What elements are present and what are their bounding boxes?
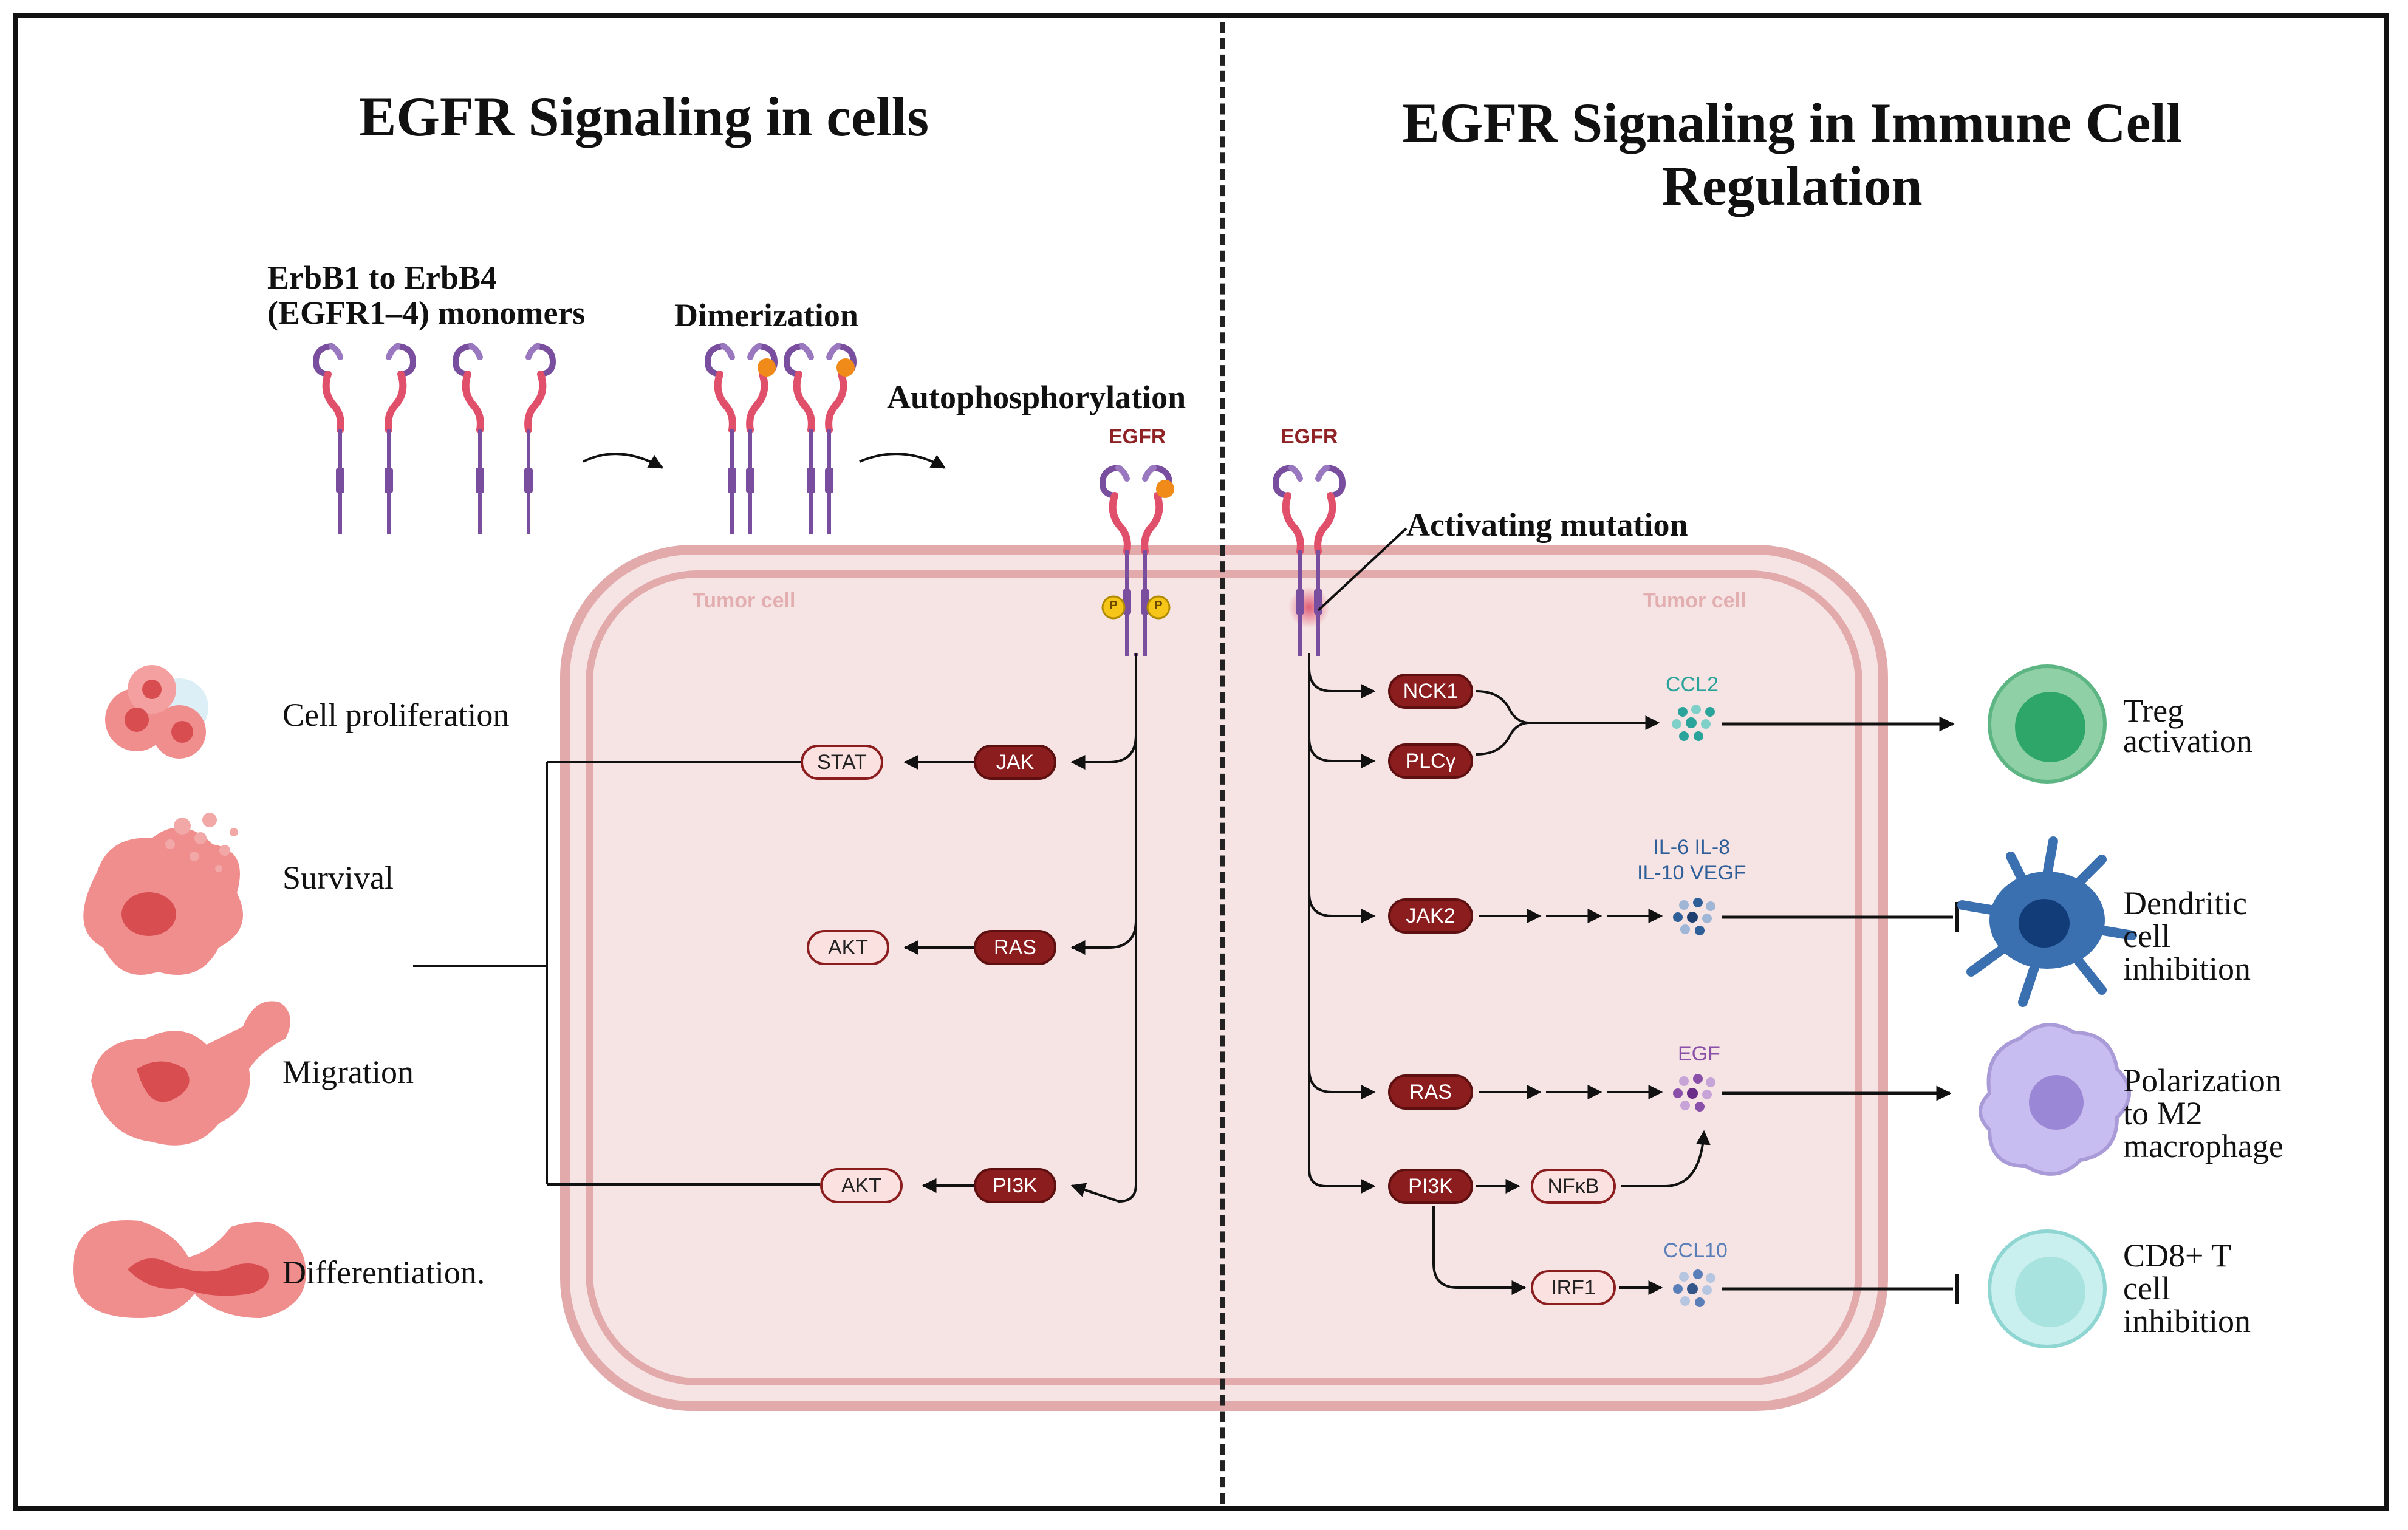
egf-label: EGF [1678,1042,1720,1065]
akt-node-1: AKT [807,930,889,965]
tumor-cell-label-left: Tumor cell [693,589,796,612]
treg-line2: activation [2123,723,2252,759]
macrophage-cell-icon [1979,1023,2131,1176]
cd8-cell-icon [1988,1229,2107,1348]
ccl10-cluster [1673,1269,1715,1307]
ccl10-label: CCL10 [1663,1239,1728,1262]
stat-node: STAT [801,745,883,780]
differentiation-cell-icon [73,1220,306,1318]
plcg-node: PLCγ [1388,743,1473,779]
egfr-monomers [316,346,553,534]
monomers-label-line2: (EGFR1–4) monomers [267,295,586,331]
tumor-cell-label-right: Tumor cell [1643,589,1746,612]
macrophage-line3: macrophage [2123,1128,2283,1164]
il-label: IL-6 IL-8 IL-10 VEGF [1637,835,1746,886]
ras-node-left: RAS [974,930,1056,965]
dendritic-line3: inhibition [2123,951,2251,987]
egfr-label-right: EGFR [1281,425,1338,448]
activating-mutation-label: Activating mutation [1406,507,1688,543]
phospho-label-2: P [1154,599,1163,612]
ccl2-label: CCL2 [1666,673,1719,696]
pi3k-node-right: PI3K [1388,1169,1473,1204]
egfr-receptor-right [1276,468,1343,656]
dendritic-inhibition-label: Dendritic cell inhibition [2123,887,2251,985]
outcome-bracket [413,761,820,1186]
autophosphorylation-label: Autophosphorylation [887,379,1186,415]
outcome-migration: Migration [282,1054,414,1090]
outcome-survival: Survival [282,859,394,896]
monomers-label: ErbB1 to ErbB4 (EGFR1–4) monomers [267,260,585,330]
right-title: EGFR Signaling in Immune Cell Regulation [1306,91,2278,217]
survival-cell-icon [83,813,243,975]
macrophage-line1: Polarization [2123,1062,2282,1099]
left-title: EGFR Signaling in cells [358,86,929,148]
jak2-node: JAK2 [1388,898,1473,934]
center-divider [1220,22,1225,1504]
treg-activation-label: Treg activation [2123,692,2252,759]
cd8-line1: CD8+ T [2123,1237,2231,1274]
nfkb-node: NFκB [1531,1169,1616,1204]
egfr-label-left: EGFR [1109,425,1166,448]
outcome-differentiation: Differentiation. [282,1254,485,1291]
effect-arrows [1722,716,1959,1304]
outcome-cell-proliferation: Cell proliferation [282,697,510,733]
nck1-node: NCK1 [1388,674,1473,709]
irf1-node: IRF1 [1531,1270,1616,1305]
dendritic-cell-icon [1957,836,2137,1007]
right-pathway-lines [1308,653,1711,1295]
right-title-line2: Regulation [1661,155,1923,217]
pi3k-node-left: PI3K [974,1168,1056,1203]
migration-cell-icon [91,1001,290,1146]
ras-node-right: RAS [1388,1074,1473,1110]
il-label-line1: IL-6 IL-8 [1653,836,1731,859]
outer-frame [13,13,2389,1511]
cd8-line2: cell [2123,1270,2170,1306]
proliferation-cell-icon [105,665,208,759]
cd8-inhibition-label: CD8+ T cell inhibition [2123,1239,2251,1337]
dimerization-label: Dimerization [674,297,858,333]
monomers-label-line1: ErbB1 to ErbB4 [267,259,498,296]
ccl2-cluster [1672,705,1715,741]
right-title-line1: EGFR Signaling in Immune Cell [1402,92,2182,154]
dendritic-line2: cell [2123,918,2170,954]
macrophage-line2: to M2 [2123,1095,2203,1132]
egfr-dimers [708,346,855,534]
egf-cluster [1673,1074,1715,1112]
cd8-line3: inhibition [2123,1303,2251,1339]
il-cluster [1673,898,1715,935]
phospho-label-1: P [1109,599,1118,612]
treg-line1: Treg [2123,692,2184,729]
akt-node-2: AKT [820,1168,903,1203]
macrophage-polarization-label: Polarization to M2 macrophage [2123,1064,2283,1163]
treg-cell-icon [1988,664,2107,784]
dendritic-line1: Dendritic [2123,885,2247,921]
il-label-line2: IL-10 VEGF [1637,861,1746,884]
left-pathway-lines [903,653,1137,1203]
jak-node: JAK [974,745,1056,780]
